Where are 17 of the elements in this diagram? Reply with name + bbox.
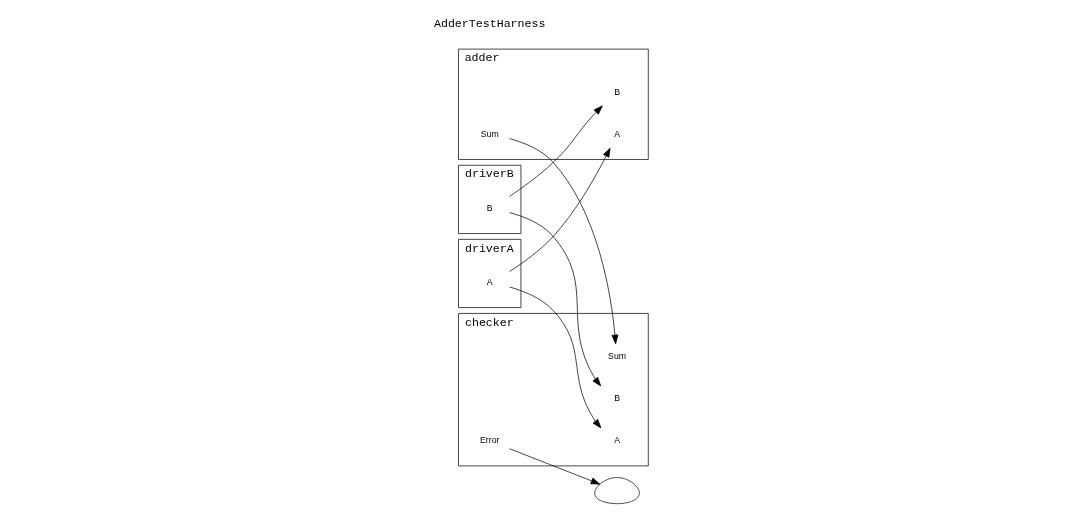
- node-text: A: [613, 129, 620, 140]
- arrow: [508, 105, 603, 197]
- arrow: [508, 286, 601, 429]
- arrow: [508, 212, 601, 387]
- node-text: A: [613, 435, 620, 446]
- node-text: A: [486, 277, 493, 288]
- node-text: Error: [479, 435, 499, 446]
- node-text: B: [486, 203, 493, 214]
- label: AdderTestHarness: [433, 17, 545, 31]
- node-text: B: [613, 393, 620, 404]
- arrow: [508, 448, 600, 485]
- node-text: B: [613, 86, 620, 97]
- node-text: Sum: [480, 129, 499, 140]
- node-cloud: [593, 477, 640, 505]
- node-text: Sum: [607, 351, 626, 362]
- arrow: [508, 138, 618, 345]
- arrow: [508, 147, 610, 272]
